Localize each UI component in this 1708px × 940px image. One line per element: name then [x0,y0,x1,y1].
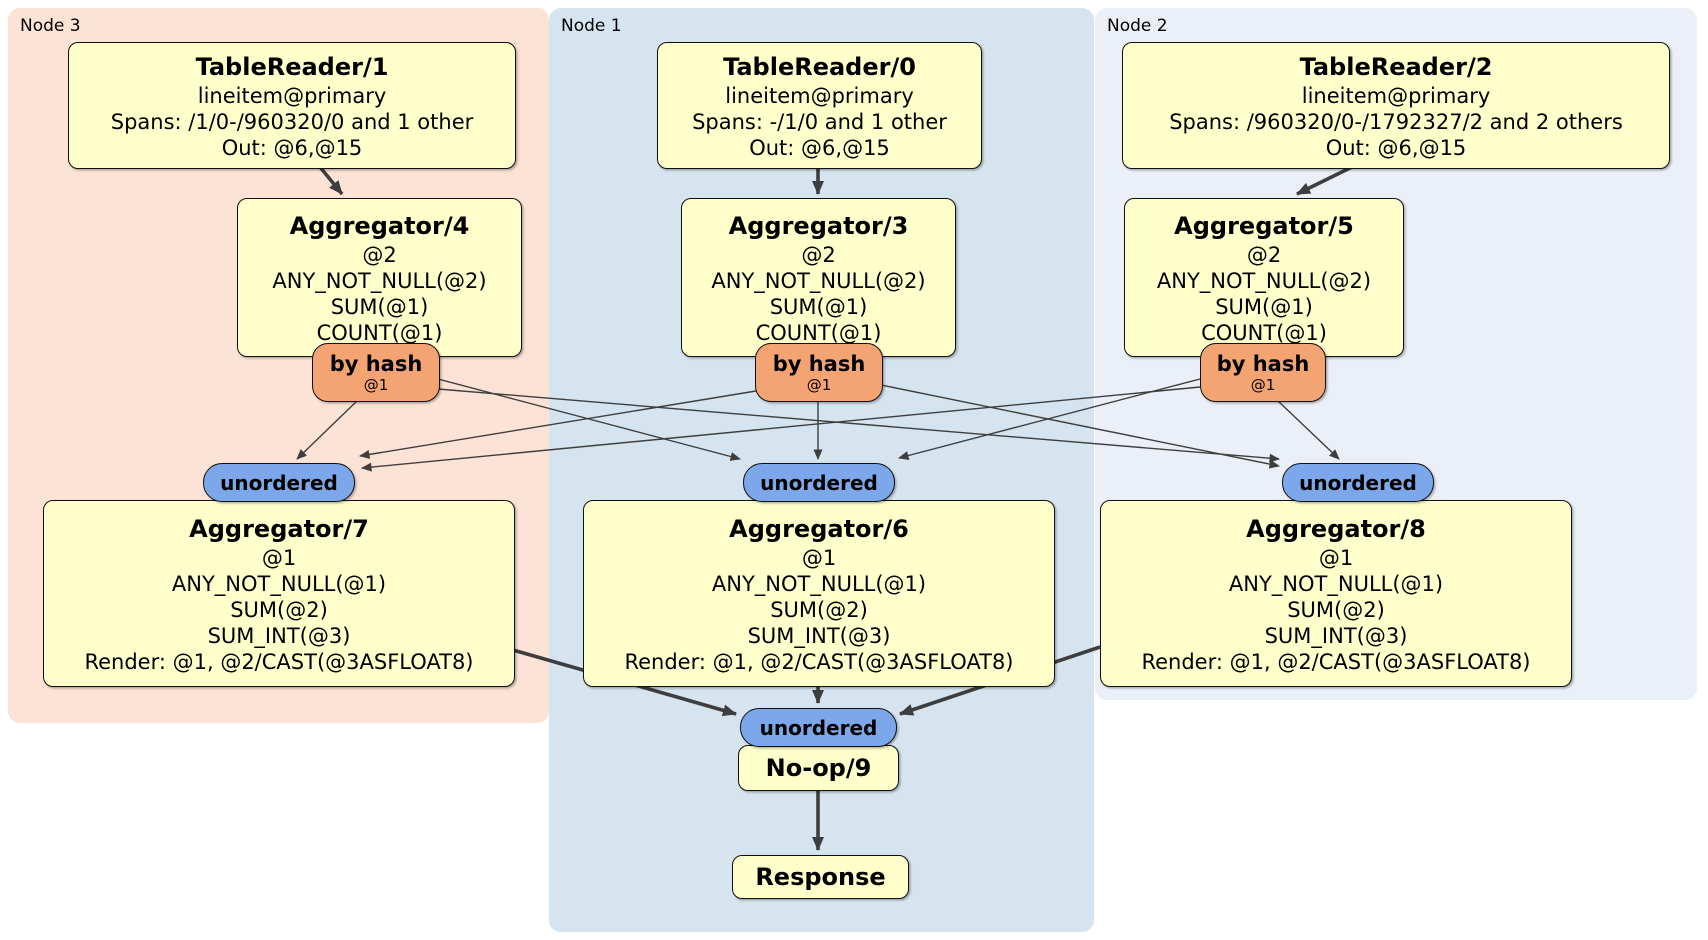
node-title: Aggregator/7 [189,514,369,543]
node-detail: SUM_INT(@3) [207,623,351,648]
router-by-hash-4: by hash @1 [312,343,440,402]
node-detail: COUNT(@1) [316,320,443,345]
node-detail: lineitem@primary [725,83,914,108]
node-detail: @1 [261,545,297,570]
sync-label: unordered [220,470,338,495]
router-label: by hash [1216,351,1310,376]
node-aggregator-6: Aggregator/6 @1 ANY_NOT_NULL(@1) SUM(@2)… [583,500,1055,687]
node-title: Aggregator/6 [729,514,909,543]
node-detail: Spans: /1/0-/960320/0 and 1 other [110,109,474,134]
node-title: Aggregator/5 [1174,211,1354,240]
node-detail: @2 [362,242,397,267]
node-detail: SUM(@2) [230,597,328,622]
node-title: Aggregator/8 [1246,514,1426,543]
node-title: Aggregator/3 [728,211,909,240]
node-tablereader-0: TableReader/0 lineitem@primary Spans: -/… [657,42,982,169]
node-title: Aggregator/4 [289,211,470,240]
node-title: TableReader/0 [723,52,916,81]
node-detail: SUM(@1) [769,294,868,319]
sync-label: unordered [759,715,878,740]
node-detail: Out: @6,@15 [221,135,363,160]
node-noop-9: No-op/9 [738,745,899,791]
node-detail: ANY_NOT_NULL(@2) [272,268,487,293]
node-detail: SUM_INT(@3) [1264,623,1408,648]
node-title: No-op/9 [765,754,872,782]
router-label: by hash [772,351,866,376]
router-key: @1 [363,375,389,394]
node-detail: Render: @1, @2/CAST(@3ASFLOAT8) [84,649,474,674]
node-aggregator-8: Aggregator/8 @1 ANY_NOT_NULL(@1) SUM(@2)… [1100,500,1572,687]
node-response: Response [732,855,909,899]
node-aggregator-3: Aggregator/3 @2 ANY_NOT_NULL(@2) SUM(@1)… [681,198,956,357]
node-detail: Out: @6,@15 [1325,135,1467,160]
sync-label: unordered [760,470,878,495]
node-detail: SUM_INT(@3) [747,623,891,648]
node-tablereader-2: TableReader/2 lineitem@primary Spans: /9… [1122,42,1670,169]
node-aggregator-4: Aggregator/4 @2 ANY_NOT_NULL(@2) SUM(@1)… [237,198,522,357]
node-detail: SUM(@2) [1287,597,1385,622]
node-detail: @1 [1318,545,1354,570]
node-detail: lineitem@primary [1301,83,1491,108]
node-title: TableReader/2 [1299,52,1493,81]
node-detail: @2 [1246,242,1282,267]
node-detail: Spans: -/1/0 and 1 other [692,109,947,134]
router-by-hash-3: by hash @1 [755,343,883,402]
node-detail: ANY_NOT_NULL(@1) [1228,571,1444,596]
node-detail: Render: @1, @2/CAST(@3ASFLOAT8) [1141,649,1531,674]
node-aggregator-5: Aggregator/5 @2 ANY_NOT_NULL(@2) SUM(@1)… [1124,198,1404,357]
node-detail: @1 [801,545,837,570]
panel-node-2-label: Node 2 [1107,16,1168,36]
node-detail: SUM(@1) [1215,294,1313,319]
node-detail: Out: @6,@15 [749,135,890,160]
node-detail: lineitem@primary [197,83,387,108]
sync-label: unordered [1299,470,1417,495]
panel-node-3-label: Node 3 [20,16,81,36]
node-detail: ANY_NOT_NULL(@2) [711,268,926,293]
node-detail: @2 [801,242,836,267]
router-key: @1 [806,375,832,394]
node-tablereader-1: TableReader/1 lineitem@primary Spans: /1… [68,42,516,169]
node-detail: SUM(@1) [330,294,429,319]
node-aggregator-7: Aggregator/7 @1 ANY_NOT_NULL(@1) SUM(@2)… [43,500,515,687]
node-detail: ANY_NOT_NULL(@2) [1156,268,1372,293]
sync-unordered-7: unordered [203,463,355,502]
node-detail: ANY_NOT_NULL(@1) [711,571,927,596]
node-detail: Render: @1, @2/CAST(@3ASFLOAT8) [624,649,1014,674]
router-by-hash-5: by hash @1 [1200,343,1326,402]
sync-unordered-8: unordered [1282,463,1434,502]
node-detail: COUNT(@1) [755,320,882,345]
node-title: TableReader/1 [195,52,389,81]
router-label: by hash [329,351,423,376]
node-title: Response [755,863,886,891]
node-detail: SUM(@2) [770,597,868,622]
node-detail: Spans: /960320/0-/1792327/2 and 2 others [1169,109,1623,134]
panel-node-1-label: Node 1 [561,16,622,36]
node-detail: COUNT(@1) [1201,320,1327,345]
router-key: @1 [1250,375,1276,394]
node-detail: ANY_NOT_NULL(@1) [171,571,387,596]
sync-unordered-9: unordered [740,708,897,747]
sync-unordered-6: unordered [743,463,895,502]
